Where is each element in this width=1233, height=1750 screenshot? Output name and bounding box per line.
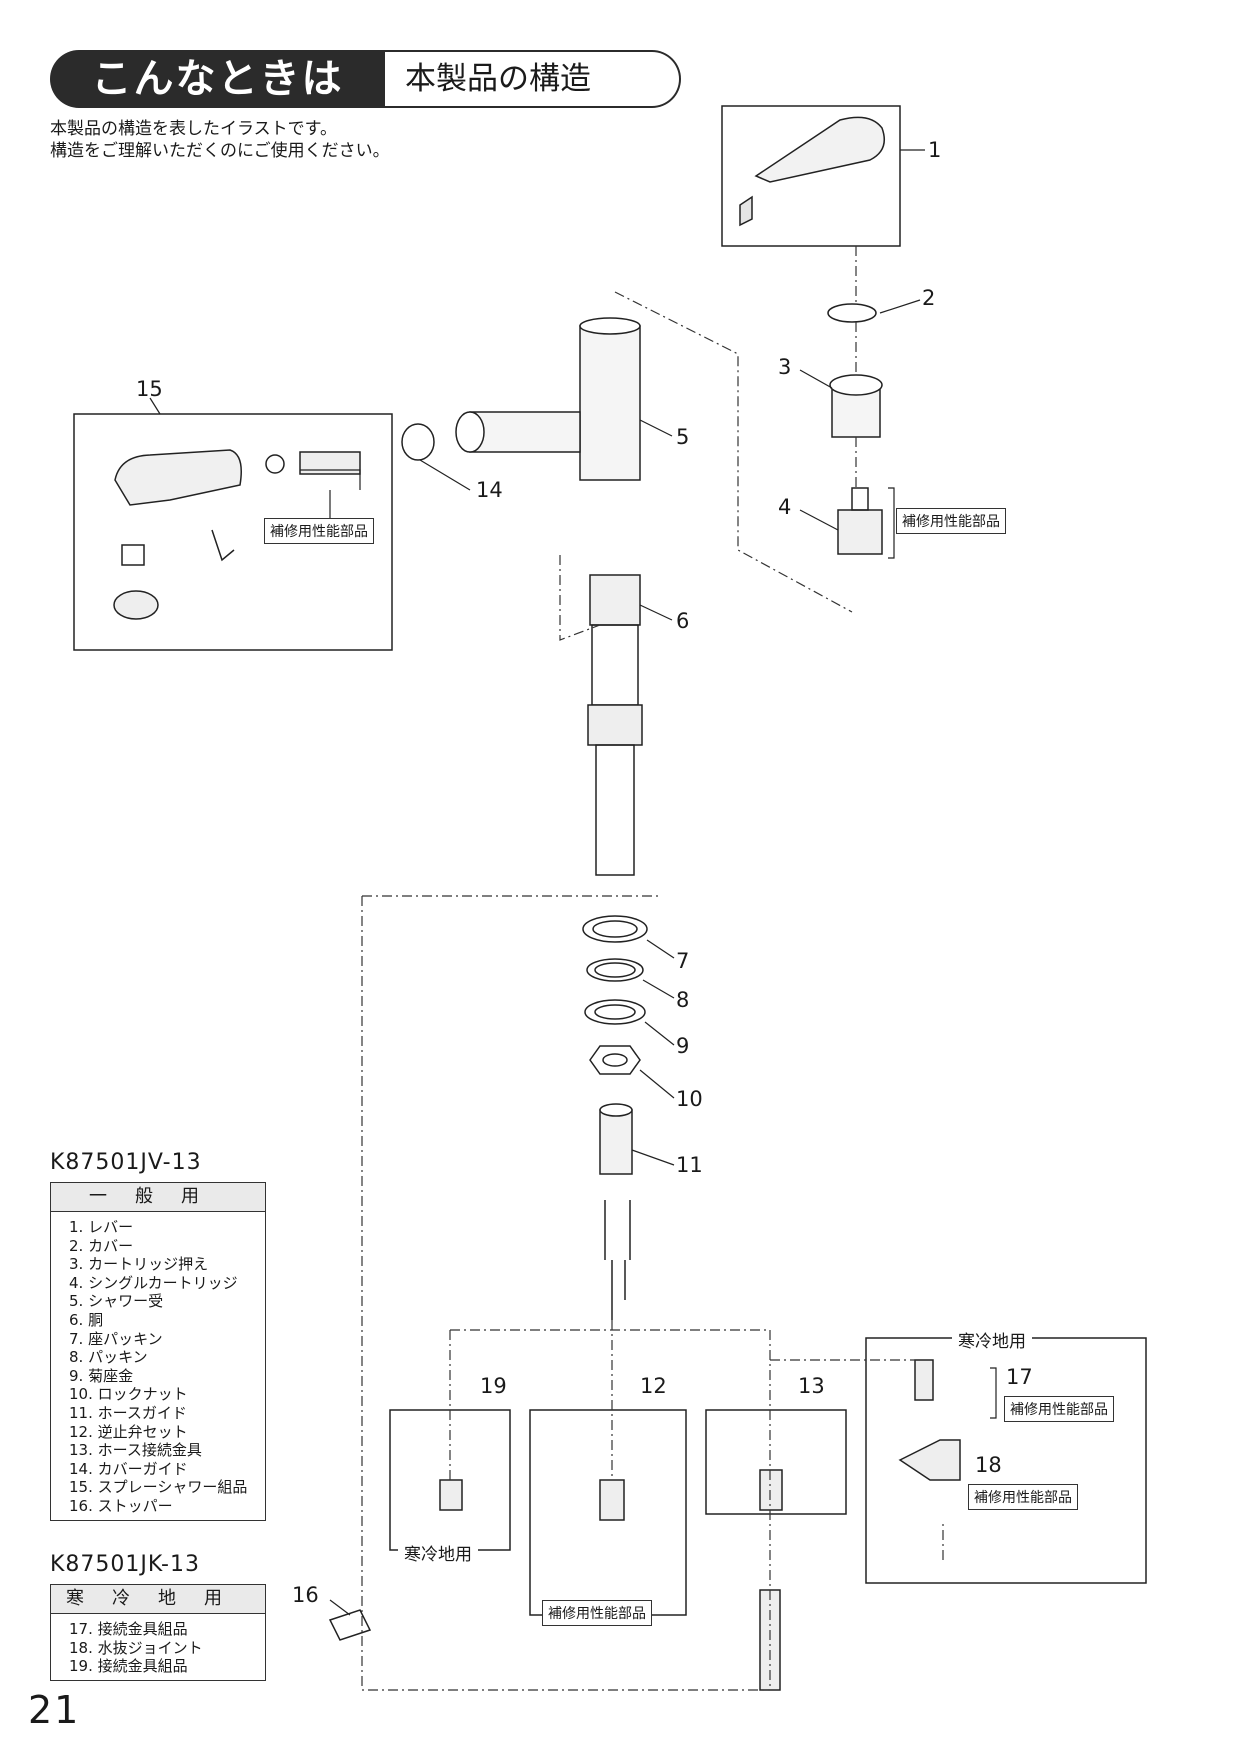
repair-badge-15: 補修用性能部品 [264, 518, 374, 544]
legend-item: 19. 接続金具組品 [69, 1657, 188, 1676]
legend-item: 5. シャワー受 [69, 1292, 164, 1311]
stopper [328, 1609, 372, 1641]
callout-9: 9 [676, 1034, 689, 1058]
callout-14: 14 [476, 478, 503, 502]
legend-item: 1. レバー [69, 1218, 134, 1236]
page-number: 21 [28, 1688, 81, 1732]
repair-badge-4: 補修用性能部品 [896, 508, 1006, 534]
callout-18: 18 [975, 1453, 1002, 1477]
legend-item: 11. ホースガイド [69, 1403, 187, 1422]
callout-17: 17 [1006, 1365, 1033, 1389]
strainer [265, 454, 285, 474]
repair-badge-17: 補修用性能部品 [1004, 1396, 1114, 1422]
callout-15: 15 [136, 377, 163, 401]
legend-item: 15. スプレーシャワー組品 [69, 1478, 248, 1497]
spray-nut [113, 590, 159, 620]
legend-cold-model: K87501JK-13 [50, 1552, 200, 1577]
hose-guide [599, 1109, 633, 1175]
callout-19: 19 [480, 1374, 507, 1398]
cold-region-caption-top: 寒冷地用 [952, 1327, 1032, 1352]
legend-general-list: 1. レバー 2. カバー 3. カートリッジ押え 4. シングルカートリッジ … [51, 1212, 265, 1520]
legend-item: 17. 接続金具組品 [69, 1620, 188, 1638]
box-13 [705, 1409, 847, 1515]
packing [586, 958, 644, 982]
legend-item: 9. 菊座金 [69, 1366, 134, 1385]
spray-shower-frame [73, 413, 393, 651]
spray-clip [211, 529, 235, 562]
intro-text: 本製品の構造を表したイラストです。 構造をご理解いただくのにご使用ください。 [50, 118, 390, 162]
callout-13: 13 [798, 1374, 825, 1398]
repair-badge-12: 補修用性能部品 [542, 1600, 652, 1626]
intro-line-2: 構造をご理解いただくのにご使用ください。 [50, 141, 390, 161]
callout-4: 4 [778, 495, 791, 519]
legend-item: 6. 胴 [69, 1310, 104, 1329]
legend-item: 2. カバー [69, 1236, 134, 1255]
single-cartridge [837, 509, 883, 555]
callout-16: 16 [292, 1583, 319, 1607]
legend-item: 18. 水抜ジョイント [69, 1638, 203, 1657]
repair-badge-18: 補修用性能部品 [968, 1484, 1078, 1510]
legend-item: 3. カートリッジ押え [69, 1255, 209, 1274]
callout-8: 8 [676, 988, 689, 1012]
callout-2: 2 [922, 286, 935, 310]
legend-item: 16. ストッパー [69, 1496, 173, 1515]
section-header: こんなときは 本製品の構造 [50, 50, 681, 108]
header-subtitle: 本製品の構造 [385, 50, 681, 108]
cover-guide [401, 423, 435, 461]
drain-joint [898, 1439, 961, 1481]
header-title: こんなときは [50, 50, 385, 108]
spray-spring [299, 451, 361, 475]
legend-general-table: 一般用 1. レバー 2. カバー 3. カートリッジ押え 4. シングルカート… [50, 1182, 266, 1521]
spray-adapter [121, 544, 145, 566]
legend-item: 7. 座パッキン [69, 1329, 163, 1348]
callout-3: 3 [778, 355, 791, 379]
legend-item: 4. シングルカートリッジ [69, 1273, 238, 1292]
washer [584, 999, 646, 1025]
shower-body [579, 325, 641, 481]
legend-item: 10. ロックナット [69, 1385, 188, 1404]
spray-head [114, 449, 242, 506]
callout-7: 7 [676, 949, 689, 973]
legend-cold-list: 17. 接続金具組品 18. 水抜ジョイント 19. 接続金具組品 [51, 1614, 265, 1680]
lever-part [754, 116, 885, 183]
cold-region-caption-19: 寒冷地用 [398, 1540, 478, 1565]
legend-cold-header: 寒冷地用 [51, 1585, 265, 1614]
callout-10: 10 [676, 1087, 703, 1111]
legend-cold-table: 寒冷地用 17. 接続金具組品 18. 水抜ジョイント 19. 接続金具組品 [50, 1584, 266, 1681]
lever-cap [739, 195, 753, 227]
callout-1: 1 [928, 138, 941, 162]
legend-item: 14. カバーガイド [69, 1459, 188, 1478]
legend-item: 8. パッキン [69, 1348, 148, 1367]
legend-general-model: K87501JV-13 [50, 1150, 202, 1175]
callout-12: 12 [640, 1374, 667, 1398]
intro-line-1: 本製品の構造を表したイラストです。 [50, 119, 337, 139]
legend-item: 13. ホース接続金具 [69, 1441, 202, 1460]
callout-11: 11 [676, 1153, 703, 1177]
lock-nut [589, 1045, 641, 1075]
callout-6: 6 [676, 609, 689, 633]
legend-item: 12. 逆止弁セット [69, 1422, 188, 1441]
seat-packing [582, 915, 648, 943]
body-top [589, 574, 641, 626]
legend-general-header: 一般用 [51, 1183, 265, 1212]
cover-ring [827, 303, 877, 323]
lever-frame [721, 105, 901, 247]
callout-5: 5 [676, 425, 689, 449]
